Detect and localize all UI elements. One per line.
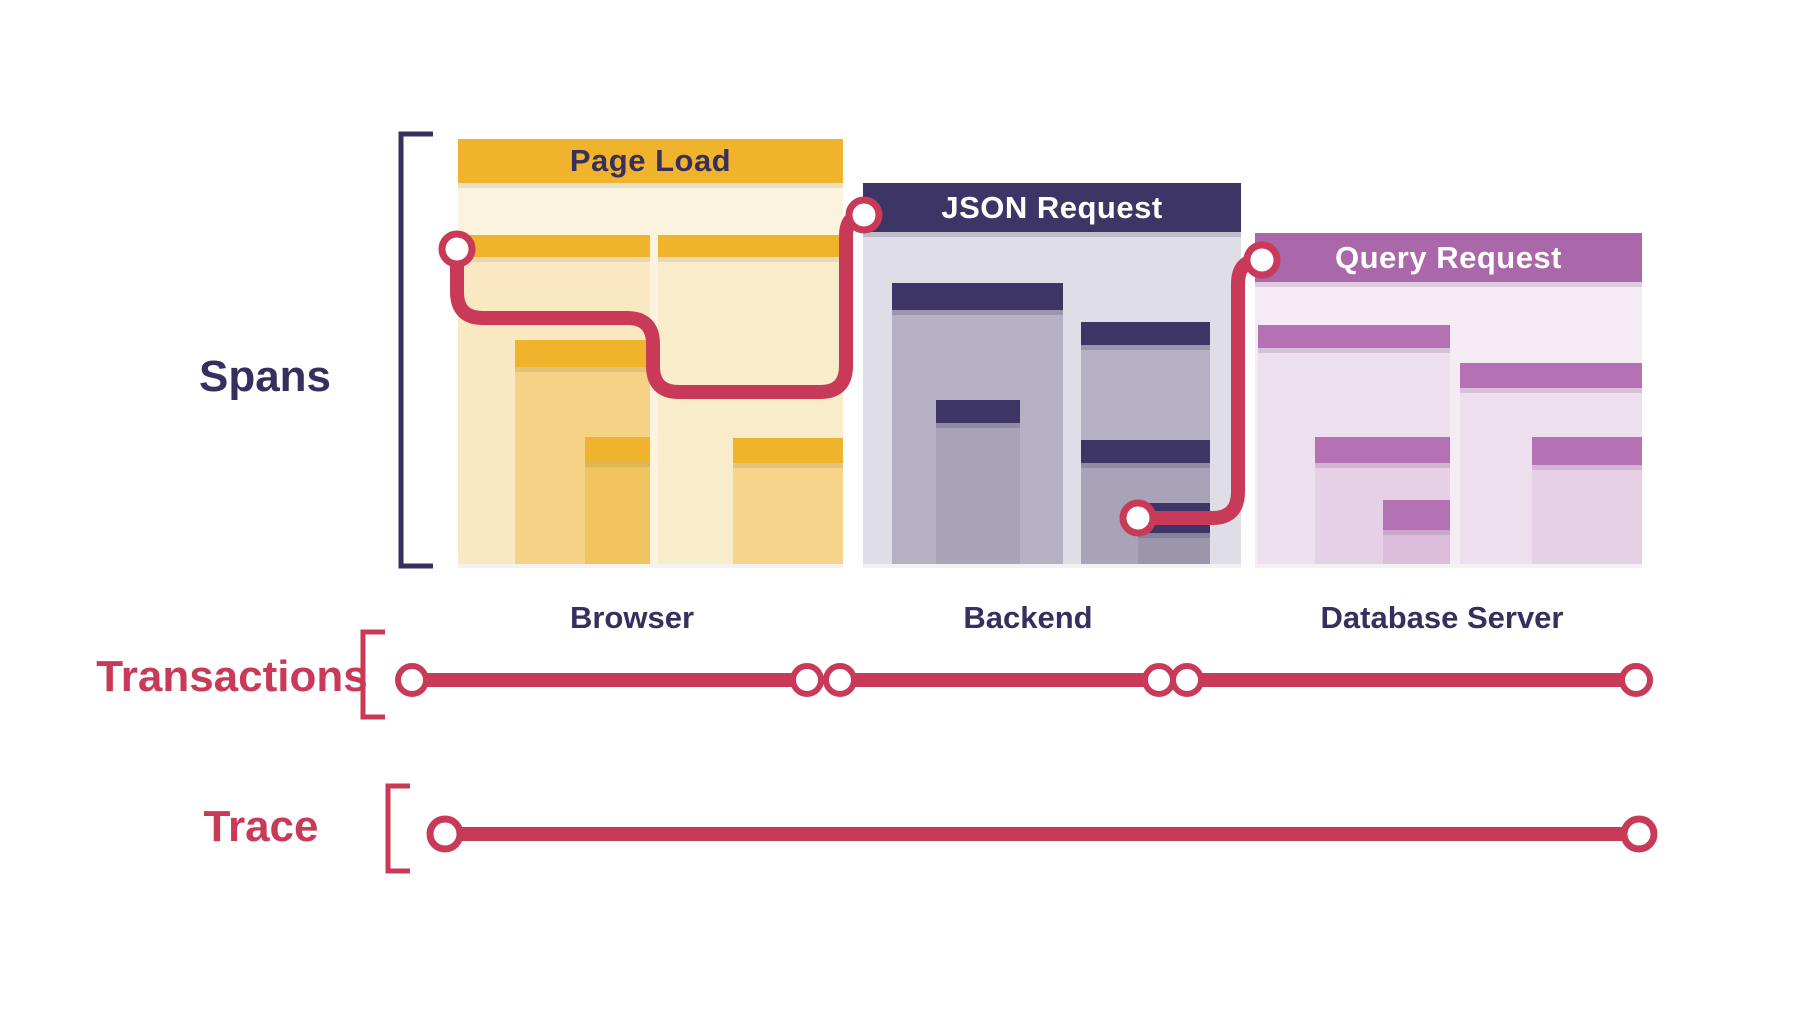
- json-span-a2-bar: [936, 400, 1020, 423]
- trace-end: [1620, 815, 1658, 853]
- page-load-title: Page Load: [569, 143, 732, 178]
- page-load-span-b-bar: [658, 235, 843, 257]
- page-load-panel-header: Page Load: [458, 139, 843, 183]
- json-span-b2-bar: [1081, 440, 1210, 463]
- transaction-browser-end: [790, 663, 824, 697]
- query-span-a2-bar: [1315, 437, 1450, 463]
- json-span-b3-bar: [1138, 503, 1210, 533]
- json-span-a-bar: [892, 283, 1063, 310]
- transaction-backend-start: [823, 663, 857, 697]
- json-span-a2-body: [936, 423, 1020, 564]
- query-request-title: Query Request: [1334, 239, 1562, 275]
- query-span-b2-bar: [1532, 437, 1642, 465]
- service-label-database-server: Database Server: [1320, 600, 1564, 635]
- query-span-a3-body: [1383, 530, 1450, 564]
- trace-start: [426, 815, 464, 853]
- service-label-browser: Browser: [569, 600, 695, 635]
- page-load-span-b2-bar: [733, 438, 843, 463]
- page-load-span-a-bar: [458, 235, 650, 257]
- query-request-panel-header: Query Request: [1255, 233, 1642, 282]
- spans-label: Spans: [198, 352, 332, 401]
- query-span-a-bar: [1258, 325, 1450, 348]
- transaction-database-start: [1170, 663, 1204, 697]
- transaction-database-end: [1619, 663, 1653, 697]
- page-load-span-a3-bar: [585, 437, 650, 462]
- page-load-span-b2-body: [733, 463, 843, 564]
- query-span-b-bar: [1460, 363, 1642, 388]
- trace-bracket: [385, 783, 410, 874]
- json-span-b3-body: [1138, 533, 1210, 564]
- transactions-label: Transactions: [96, 652, 368, 701]
- json-span-b-bar: [1081, 322, 1210, 345]
- query-span-b2-body: [1532, 465, 1642, 564]
- spans-bracket: [398, 131, 433, 569]
- transaction-backend-end: [1142, 663, 1176, 697]
- json-request-title: JSON Request: [941, 189, 1163, 225]
- json-request-panel-header: JSON Request: [863, 183, 1241, 232]
- page-load-span-a2-bar: [515, 340, 650, 367]
- trace-label: Trace: [203, 802, 319, 851]
- page-load-span-a3-body: [585, 462, 650, 564]
- service-label-backend: Backend: [963, 600, 1093, 635]
- query-span-a3-bar: [1383, 500, 1450, 530]
